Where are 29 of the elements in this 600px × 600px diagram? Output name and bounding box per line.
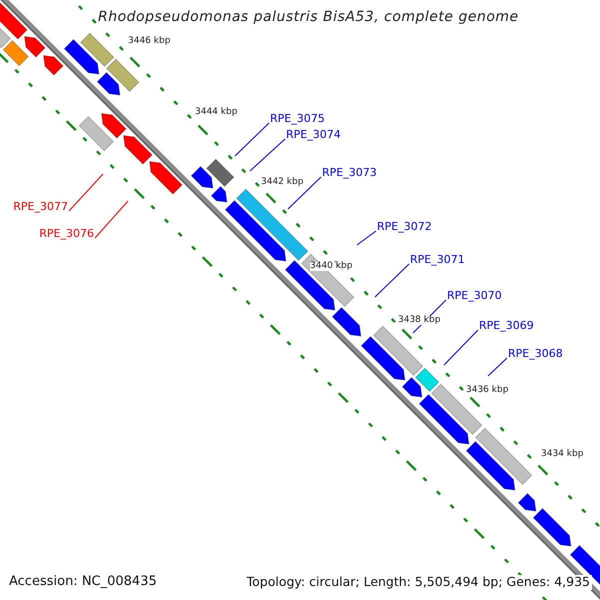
gene-label: RPE_3074 bbox=[286, 129, 341, 140]
gene-label: RPE_3071 bbox=[410, 254, 465, 265]
leader-line bbox=[488, 358, 508, 376]
gene-label: RPE_3073 bbox=[322, 167, 377, 178]
scale-label: 3434 kbp bbox=[541, 450, 584, 459]
leader-line bbox=[356, 230, 376, 246]
leader-line bbox=[250, 138, 286, 172]
gene-label: RPE_3072 bbox=[377, 221, 432, 232]
scale-label: 3436 kbp bbox=[466, 386, 508, 395]
genome-summary-text: Topology: circular; Length: 5,505,494 bp; Genes: 4,935 bbox=[244, 575, 592, 590]
leader-line bbox=[444, 330, 478, 366]
scale-label: 3444 kbp bbox=[195, 108, 238, 117]
leader-line bbox=[288, 176, 322, 210]
gene-label: RPE_3070 bbox=[447, 290, 502, 301]
scale-label: 3442 kbp bbox=[261, 178, 304, 187]
leader-line bbox=[68, 174, 104, 212]
gene-label: RPE_3077 bbox=[13, 201, 68, 212]
gene-label: RPE_3068 bbox=[508, 348, 563, 359]
accession-text: Accession: NC_008435 bbox=[9, 575, 157, 588]
scale-label: 3438 kbp bbox=[398, 316, 440, 325]
gene-label: RPE_3069 bbox=[479, 320, 534, 331]
scale-label: 3440 kbp bbox=[310, 262, 352, 271]
title: Rhodopseudomonas palustris BisA53, complete genome bbox=[98, 10, 519, 24]
leader-line bbox=[94, 200, 128, 238]
scale-label: 3446 kbp bbox=[128, 37, 170, 46]
gene-label: RPE_3075 bbox=[270, 113, 325, 124]
leader-line bbox=[374, 264, 410, 298]
leader-line bbox=[234, 122, 270, 156]
gene-label: RPE_3076 bbox=[39, 228, 94, 239]
